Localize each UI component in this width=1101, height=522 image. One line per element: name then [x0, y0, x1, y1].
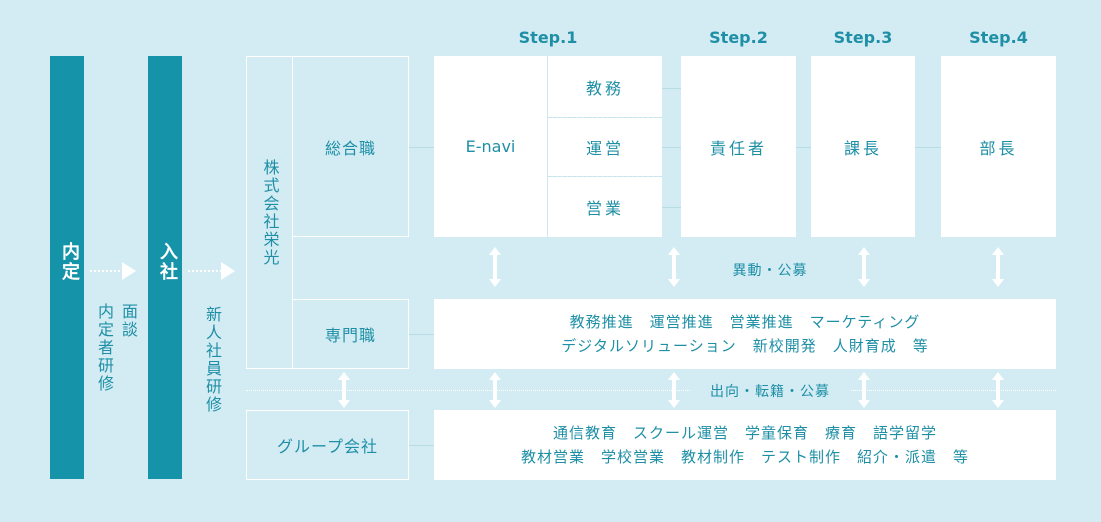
step4-label: 部長: [979, 138, 1018, 158]
step2-label: 責任者: [709, 138, 767, 158]
dept-sep-2: [548, 176, 662, 177]
double-arrow-8-icon: [858, 372, 870, 408]
connector-s1-s2-c: [662, 207, 681, 208]
double-arrow-7-icon: [668, 372, 680, 408]
connector-s2-s3: [796, 147, 811, 148]
arrow-dotted-1: [90, 270, 124, 272]
step1-divider: [547, 56, 548, 237]
dept-eigyo-label: 営業: [585, 199, 624, 218]
step3-box: 課長: [811, 56, 915, 237]
dept-unei: 運営: [548, 118, 662, 176]
specialist-roles-line-1: 教務推進 運営推進 営業推進 マーケティング: [569, 313, 921, 331]
nyusha-label: 入社: [157, 242, 178, 282]
step-1-header: Step.1: [518, 28, 578, 47]
connector-general: [409, 147, 434, 148]
double-arrow-9-icon: [992, 372, 1004, 408]
interview-label: 面談: [119, 303, 138, 339]
specialist-roles-box: 教務推進 運営推進 営業推進 マーケティング デジタルソリューション 新校開発 …: [434, 299, 1056, 369]
step-3-header: Step.3: [833, 28, 893, 47]
group-divider: [246, 390, 1056, 391]
dept-eigyo: 営業: [548, 177, 662, 237]
group-company-label: グループ会社: [276, 437, 379, 456]
connector-s3-s4: [915, 147, 941, 148]
nyusha-bar: 入社: [148, 56, 182, 479]
dept-unei-label: 運営: [585, 139, 624, 158]
group-roles-line-1: 通信教育 スクール運営 学童保育 療育 語学留学: [552, 424, 937, 442]
step2-box: 責任者: [681, 56, 796, 237]
enavi-box: E-navi: [434, 56, 547, 237]
naitei-training-label: 内定者研修: [95, 303, 114, 393]
arrow-dotted-2: [188, 270, 222, 272]
double-arrow-1-icon: [489, 247, 501, 287]
transfer-internal-label: 異動・公募: [732, 263, 808, 279]
group-company-box: グループ会社: [246, 410, 409, 480]
double-arrow-3-icon: [858, 247, 870, 287]
general-track-label: 総合職: [324, 138, 376, 158]
connector-specialist: [409, 334, 434, 335]
transfer-group-label: 出向・転籍・公募: [690, 381, 850, 401]
enavi-label: E-navi: [465, 137, 516, 156]
double-arrow-4-icon: [992, 247, 1004, 287]
specialist-roles-line-2: デジタルソリューション 新校開発 人財育成 等: [561, 337, 929, 355]
new-employee-training-label: 新人社員研修: [203, 306, 222, 414]
step-4-header: Step.4: [969, 28, 1028, 47]
arrow-head-1-icon: [122, 262, 136, 280]
naitei-bar: 内定: [50, 56, 84, 479]
double-arrow-5-icon: [338, 372, 350, 408]
company-box: 株式会社栄光: [246, 56, 293, 369]
step4-box: 部長: [941, 56, 1056, 237]
general-track-box: 総合職: [292, 56, 409, 237]
double-arrow-6-icon: [489, 372, 501, 408]
group-roles-line-2: 教材営業 学校営業 教材制作 テスト制作 紹介・派遣 等: [520, 448, 969, 466]
connector-s1-s2-a: [662, 88, 681, 89]
step3-label: 課長: [843, 138, 882, 158]
arrow-head-2-icon: [221, 262, 235, 280]
group-roles-box: 通信教育 スクール運営 学童保育 療育 語学留学 教材営業 学校営業 教材制作 …: [434, 410, 1056, 480]
double-arrow-2-icon: [668, 247, 680, 287]
step-2-header: Step.2: [709, 28, 768, 47]
specialist-track-box: 専門職: [292, 299, 409, 369]
dept-kyomu: 教務: [548, 56, 662, 117]
naitei-label: 内定: [59, 242, 80, 282]
connector-group: [409, 445, 434, 446]
specialist-track-label: 専門職: [324, 326, 376, 345]
connector-s1-s2-b: [662, 147, 681, 148]
dept-sep-1: [548, 117, 662, 118]
company-name: 株式会社栄光: [260, 158, 280, 267]
dept-kyomu-label: 教務: [585, 78, 624, 98]
